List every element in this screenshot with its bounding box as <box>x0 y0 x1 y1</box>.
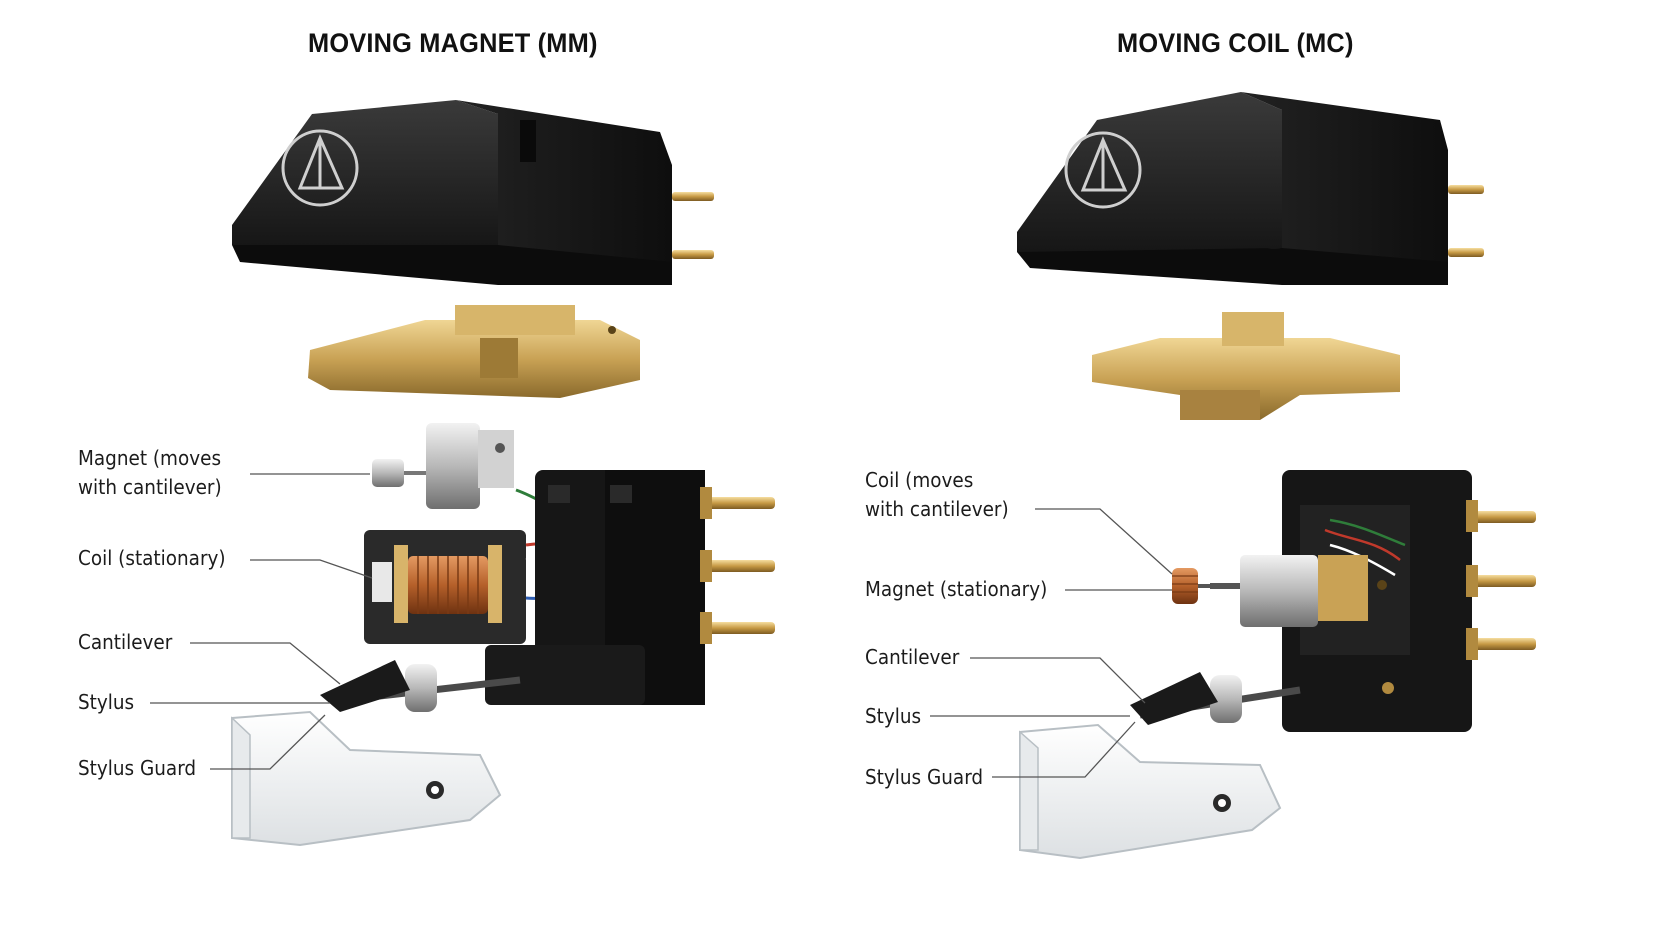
mm-label-stylus-guard: Stylus Guard <box>78 756 197 780</box>
mm-brass-frame <box>308 305 640 398</box>
mm-magnet <box>372 423 514 509</box>
mc-coil <box>1172 568 1210 604</box>
mc-cartridge <box>1017 92 1536 860</box>
mc-body-shell <box>1017 92 1484 285</box>
mm-label-cantilever: Cantilever <box>78 630 173 654</box>
mm-heading: MOVING MAGNET (MM) <box>308 28 598 58</box>
mc-label-stylus: Stylus <box>865 704 922 728</box>
mc-magnet <box>1210 555 1387 627</box>
mm-leader-lines <box>150 473 373 770</box>
mm-body-shell <box>232 100 714 285</box>
mc-label-magnet: Magnet (stationary) <box>865 577 1048 601</box>
mc-label-coil: Coil (moves with cantilever) <box>865 468 1009 521</box>
mc-cantilever <box>1130 672 1301 725</box>
mc-leader-lines <box>930 508 1173 778</box>
mm-terminal-block <box>485 470 775 705</box>
mm-coil <box>364 530 526 644</box>
mm-logo-icon <box>281 129 359 207</box>
mc-heading: MOVING COIL (MC) <box>1117 28 1354 58</box>
mc-brass-frame <box>1092 312 1400 420</box>
mm-cantilever <box>320 660 521 712</box>
mc-terminal-block <box>1282 470 1536 732</box>
mm-label-stylus: Stylus <box>78 690 135 714</box>
mc-logo-icon <box>1064 131 1142 209</box>
mm-stylus-guard <box>231 710 502 847</box>
mc-label-stylus-guard: Stylus Guard <box>865 765 984 789</box>
mm-cartridge <box>231 100 775 847</box>
mm-label-magnet: Magnet (moves with cantilever) <box>78 446 222 499</box>
mm-label-coil: Coil (stationary) <box>78 546 226 570</box>
mc-stylus-guard <box>1019 723 1282 860</box>
mc-label-cantilever: Cantilever <box>865 645 960 669</box>
